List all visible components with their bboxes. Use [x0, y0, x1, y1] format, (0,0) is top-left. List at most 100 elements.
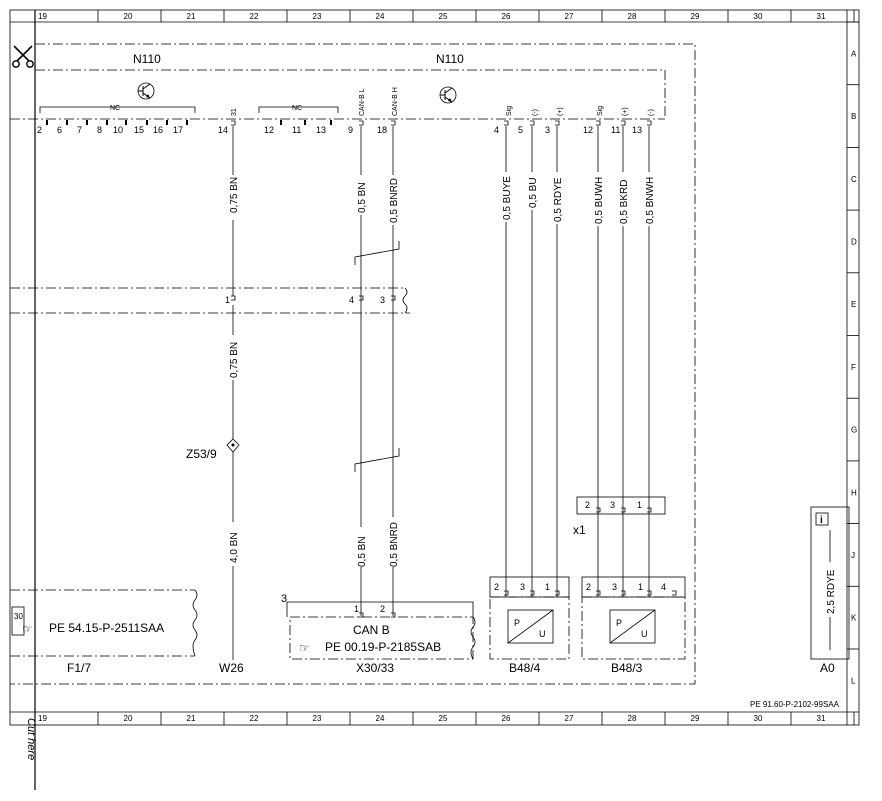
grid-column-label: 29 — [691, 714, 700, 723]
svg-text:(+): (+) — [557, 107, 564, 116]
grid-column-label: 27 — [565, 714, 574, 723]
wire-buye-label: 0,5 BUYE — [502, 176, 513, 220]
grid-row-label: J — [851, 551, 855, 560]
grid-row-label: L — [851, 676, 856, 685]
grid-column-label: 20 — [124, 12, 133, 21]
component-boundary — [10, 43, 696, 685]
grid-column-label: 22 — [250, 12, 259, 21]
nc-bracket-left: NC — [39, 105, 196, 113]
svg-text:12: 12 — [264, 125, 274, 135]
component-b48-3: 2 3 1 4 P U B48/3 — [581, 576, 686, 675]
n110-label-right: N110 — [436, 52, 464, 66]
grid-column-label: 29 — [691, 12, 700, 21]
svg-text:8: 8 — [97, 125, 102, 135]
svg-text:15: 15 — [134, 125, 144, 135]
svg-text:16: 16 — [153, 125, 163, 135]
svg-text:1: 1 — [545, 582, 550, 592]
wire-14-mid-label: 0,75 BN — [229, 342, 240, 378]
wire-buwh-label: 0,5 BUWH — [594, 177, 605, 224]
svg-text:3: 3 — [612, 582, 617, 592]
x30-label: X30/33 — [356, 661, 394, 675]
grid-column-label: 21 — [187, 12, 196, 21]
wire-rdye-label: 0,5 RDYE — [553, 177, 564, 222]
wire-18-top-label: 0,5 BNRD — [389, 178, 400, 223]
component-b48-4: 2 3 1 P U B48/4 — [489, 576, 570, 675]
connector-x1: 2 3 1 x1 — [573, 496, 666, 537]
wire-9-top-label: 0,5 BN — [357, 182, 368, 213]
n110-pins-b48-4: 4 5 3 Sig (-) (+) — [494, 106, 564, 135]
svg-text:U: U — [641, 629, 648, 639]
svg-text:(-): (-) — [532, 109, 539, 116]
grid-column-label: 24 — [376, 714, 385, 723]
nc-bracket-right: NC — [258, 105, 339, 113]
a0-label: A0 — [820, 661, 835, 675]
svg-text:(+): (+) — [622, 107, 629, 116]
svg-text:Sig: Sig — [597, 106, 604, 116]
b48-4-label: B48/4 — [509, 661, 541, 675]
grid-column-label: 28 — [628, 12, 637, 21]
x30-ref[interactable]: PE 00.19-P-2185SAB — [325, 640, 441, 654]
svg-text:(-): (-) — [648, 109, 655, 116]
svg-text:11: 11 — [611, 125, 620, 135]
a0-wire-label: 2,5 RDYE — [826, 569, 837, 614]
svg-text:1: 1 — [638, 582, 643, 592]
component-a0: i 2,5 RDYE A0 — [810, 506, 850, 675]
svg-text:CAN B: CAN B — [353, 623, 390, 637]
pressure-sensor-icon — [609, 609, 656, 644]
svg-text:6: 6 — [57, 125, 62, 135]
grid-column-label: 28 — [628, 714, 637, 723]
svg-text:9: 9 — [348, 125, 353, 135]
transistor-icon — [137, 82, 155, 100]
grid-column-label: 24 — [376, 12, 385, 21]
svg-text:3: 3 — [610, 500, 615, 510]
component-x30-33: 3 1 2 CAN B ☞ PE 00.19-P-2185SAB X30/33 — [281, 593, 476, 675]
svg-text:P: P — [514, 618, 520, 628]
svg-text:U: U — [539, 629, 546, 639]
wire-bu-label: 0,5 BU — [528, 177, 539, 208]
wire-18-bot-label: 0,5 BNRD — [389, 522, 400, 567]
f17-ref[interactable]: PE 54.15-P-2511SAA — [49, 621, 164, 635]
grid-column-label: 25 — [439, 714, 448, 723]
svg-text:17: 17 — [173, 125, 183, 135]
svg-text:3: 3 — [545, 125, 550, 135]
svg-text:7: 7 — [77, 125, 82, 135]
svg-text:14: 14 — [218, 125, 228, 135]
wire-bkrd-label: 0,5 BKRD — [619, 180, 630, 224]
grid-column-label: 27 — [565, 12, 574, 21]
manual-ref-icon: ☞ — [22, 622, 33, 636]
grid-column-label: 23 — [313, 12, 322, 21]
svg-text:4: 4 — [349, 295, 354, 305]
svg-text:3: 3 — [281, 593, 287, 605]
svg-text:i: i — [820, 515, 823, 526]
pin-18: 18 CAN-B H — [377, 87, 399, 135]
svg-text:18: 18 — [377, 125, 387, 135]
info-icon — [815, 512, 829, 526]
grid-column-label: 30 — [754, 12, 763, 21]
grid-row-label: F — [851, 363, 856, 372]
n110-label-left: N110 — [133, 52, 161, 66]
svg-text:4: 4 — [494, 125, 499, 135]
w26-label: W26 — [219, 661, 244, 675]
wire-14-top-label: 0,75 BN — [229, 177, 240, 213]
svg-text:5: 5 — [518, 125, 523, 135]
svg-text:13: 13 — [632, 125, 642, 135]
wire-14-bot-label: 4,0 BN — [229, 532, 240, 563]
transistor-icon — [439, 86, 457, 104]
svg-text:2: 2 — [585, 500, 590, 510]
svg-text:CAN-B H: CAN-B H — [392, 87, 399, 116]
svg-text:x1: x1 — [573, 523, 586, 537]
grid-column-label: 22 — [250, 714, 259, 723]
svg-text:2: 2 — [37, 125, 42, 135]
grid-column-label: 31 — [817, 714, 826, 723]
grid-column-label: 26 — [502, 714, 511, 723]
n110-pins-mid: 12 11 13 — [264, 120, 332, 135]
grid-row-label: H — [851, 488, 857, 497]
svg-text:1: 1 — [637, 500, 642, 510]
n110-pins-b48-3: 12 11 13 Sig (+) (-) — [583, 106, 655, 135]
grid-row-label: B — [851, 112, 856, 121]
b48-3-label: B48/3 — [611, 661, 643, 675]
svg-text:Sig: Sig — [506, 106, 513, 116]
